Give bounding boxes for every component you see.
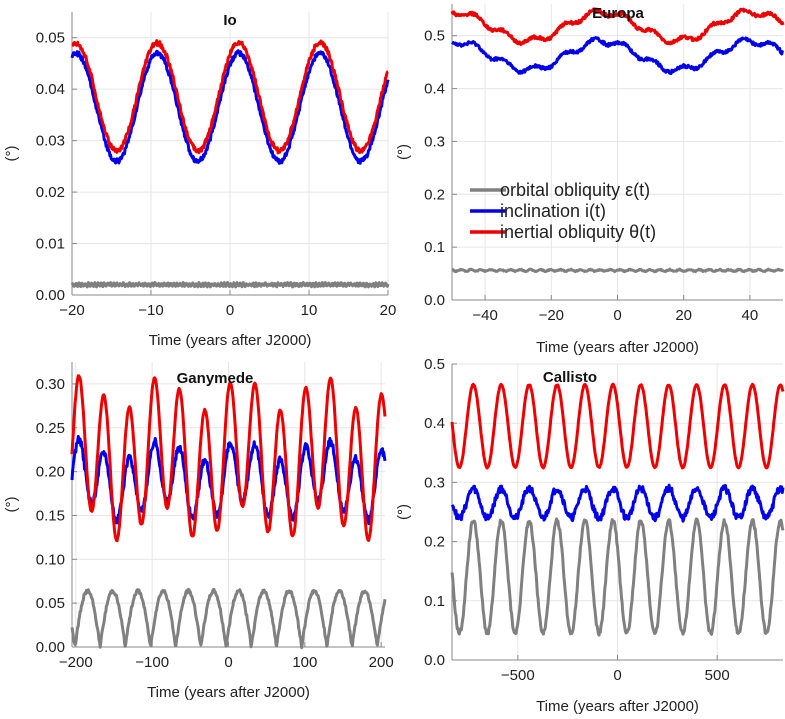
series-orbital: [451, 267, 785, 274]
y-tick-label: 0.5: [424, 356, 445, 373]
legend-label-orbital: orbital obliquity ε(t): [500, 180, 650, 200]
y-tick-label: 0.05: [36, 30, 65, 47]
y-tick-label: 0.1: [424, 593, 445, 610]
y-tick-label: 0.02: [36, 184, 65, 201]
y-tick-label: 0.15: [36, 507, 65, 524]
y-tick-label: 0.0: [424, 292, 445, 309]
series-inclination: [451, 36, 785, 75]
panel-ganymede: −200 −100 0 100 200 0.00 0.05 0.10 0.15 0.20 0.25 0…: [3, 362, 394, 701]
x-tick-label: 500: [705, 667, 730, 684]
y-axis-label: (°): [3, 497, 20, 513]
x-axis-label: Time (years after J2000): [536, 698, 699, 715]
y-axis-label: (°): [395, 144, 412, 160]
legend-label-inertial: inertial obliquity θ(t): [500, 222, 656, 242]
x-tick-label: 20: [675, 307, 692, 324]
x-tick-label: 0: [224, 654, 232, 671]
x-tick-label: 0: [613, 667, 621, 684]
x-axis-label: Time (years after J2000): [536, 339, 699, 356]
x-axis-label: Time (years after J2000): [149, 332, 312, 349]
x-tick-label: −40: [472, 307, 497, 324]
panel-title: Callisto: [543, 369, 597, 386]
x-tick-label: −500: [501, 667, 535, 684]
y-tick-label: 0.5: [424, 28, 445, 45]
x-tick-label: −10: [138, 302, 163, 319]
series-inclination: [450, 483, 785, 523]
series-orbital: [70, 281, 390, 289]
legend-label-inclination: inclination i(t): [500, 201, 606, 221]
series-inertial: [70, 374, 387, 543]
y-tick-label: 0.0: [424, 652, 445, 669]
y-tick-label: 0.2: [424, 186, 445, 203]
x-tick-label: 0: [226, 302, 234, 319]
series-orbital: [450, 517, 785, 637]
x-tick-label: −20: [59, 302, 84, 319]
y-tick-label: 0.20: [36, 464, 65, 481]
legend: orbital obliquity ε(t)inclination i(t)in…: [470, 180, 656, 242]
x-tick-label: 100: [292, 654, 317, 671]
series-inclination: [70, 49, 390, 165]
x-tick-label: 200: [369, 654, 394, 671]
y-tick-label: 0.4: [424, 81, 445, 98]
x-tick-label: 10: [301, 302, 318, 319]
y-tick-label: 0.01: [36, 236, 65, 253]
x-axis-label: Time (years after J2000): [147, 684, 310, 701]
series-orbital: [70, 587, 387, 650]
y-tick-label: 0.3: [424, 474, 445, 491]
series-inertial: [71, 39, 389, 155]
y-tick-label: 0.04: [36, 81, 65, 98]
x-tick-label: −100: [135, 654, 169, 671]
x-tick-label: −200: [59, 654, 93, 671]
series-inertial: [450, 382, 785, 470]
y-tick-label: 0.3: [424, 133, 445, 150]
panel-title: Ganymede: [177, 370, 254, 387]
y-axis-label: (°): [3, 146, 20, 162]
y-axis-label: (°): [395, 504, 412, 520]
x-tick-label: 20: [380, 302, 397, 319]
x-tick-label: 40: [742, 307, 759, 324]
x-tick-label: 0: [613, 307, 621, 324]
y-tick-label: 0.05: [36, 595, 65, 612]
y-tick-label: 0.03: [36, 133, 65, 150]
series-inertial: [450, 7, 785, 46]
panel-io: −20 −10 0 10 20 0.00 0.01 0.02 0.03 0.04 0.05Time …: [3, 12, 396, 349]
y-tick-label: 0.00: [36, 639, 65, 656]
y-tick-label: 0.30: [36, 376, 65, 393]
y-tick-label: 0.00: [36, 287, 65, 304]
panel-title: Io: [223, 12, 236, 29]
x-tick-label: −20: [539, 307, 564, 324]
y-tick-label: 0.10: [36, 551, 65, 568]
y-tick-label: 0.1: [424, 239, 445, 256]
y-tick-label: 0.4: [424, 415, 445, 432]
panel-title: Europa: [592, 5, 644, 22]
y-tick-label: 0.2: [424, 534, 445, 551]
y-tick-label: 0.25: [36, 420, 65, 437]
series-inclination: [70, 434, 387, 526]
